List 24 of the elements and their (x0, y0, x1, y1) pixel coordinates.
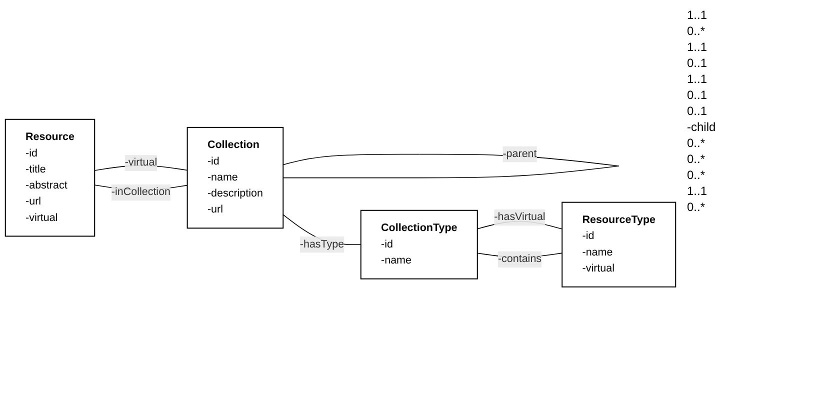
edge-label: -virtual (124, 157, 158, 169)
multiplicity-label: 1..1 (687, 184, 708, 198)
multiplicity-label: 0..1 (687, 56, 708, 70)
multiplicity-label: 0..* (687, 168, 706, 182)
edge-label: -hasType (300, 238, 344, 250)
node-box (360, 210, 478, 280)
multiplicity-label: -child (687, 120, 717, 134)
node-box (186, 127, 284, 229)
multiplicity-label: 0..* (687, 24, 706, 38)
multiplicity-label: 0..1 (687, 88, 708, 102)
multiplicity-label: 1..1 (687, 8, 708, 22)
node-box (4, 119, 96, 238)
multiplicity-label: 0..* (687, 200, 706, 214)
multiplicity-label: 0..* (687, 136, 706, 150)
multiplicity-label: 0..1 (687, 104, 708, 118)
edge-label: -hasVirtual (494, 212, 546, 224)
edge-label: -inCollection (111, 186, 171, 198)
multiplicity-label: 1..1 (687, 72, 708, 86)
node-box (562, 202, 676, 288)
multiplicity-label: 1..1 (687, 40, 708, 54)
multiplicity-label: 0..* (687, 152, 706, 166)
class-diagram: -virtual -inCollection -parent -hasType -hasVirtual -contains Resource -id -title -abstract -url -virtual Collection -id -name -description -url CollectionType -id -name ResourceType -id -name -virtual (0, 114, 681, 293)
edge-label: -contains (498, 254, 542, 266)
edge-label: -parent (502, 148, 537, 160)
